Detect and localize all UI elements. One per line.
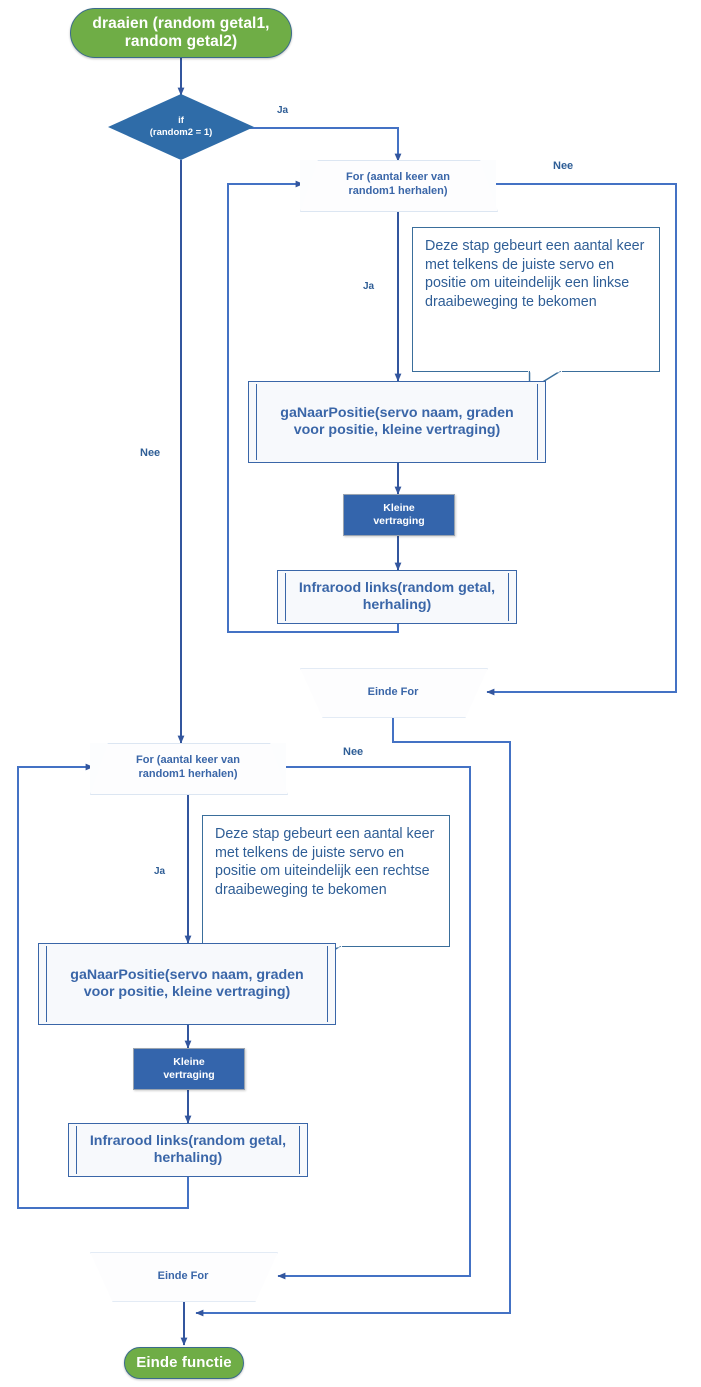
- edge-label-ja-for-bottom: Ja: [154, 866, 166, 877]
- predefined-process-infrarood-bottom[interactable]: Infrarood links(random getal, herhaling): [68, 1123, 308, 1177]
- decision-label-line2: (random2 = 1): [149, 127, 213, 138]
- edge-label-nee-for-top: Nee: [553, 160, 574, 172]
- callout-linkse-draaibeweging: Deze stap gebeurt een aantal keer met te…: [412, 227, 660, 391]
- process-kleine-vertraging-top[interactable]: Kleine vertraging: [343, 494, 455, 536]
- vertraging-top-line2: vertraging: [373, 515, 425, 527]
- edge-label-ja-decision: Ja: [277, 105, 289, 116]
- predefined-process-ganaarpositie-top[interactable]: gaNaarPositie(servo naam, graden voor po…: [248, 381, 546, 463]
- loop-start-label-top-line1: For (aantal keer van: [346, 171, 450, 184]
- infrarood-bottom-label: Infrarood links(random getal, herhaling): [89, 1132, 287, 1166]
- loop-end-for-top[interactable]: Einde For: [300, 668, 488, 718]
- callout-rechtse-text: Deze stap gebeurt een aantal keer met te…: [215, 826, 435, 898]
- callout-linkse-text: Deze stap gebeurt een aantal keer met te…: [425, 238, 645, 310]
- loop-start-label-bottom-line2: random1 herhalen): [138, 768, 238, 780]
- decision-if-random2[interactable]: if (random2 = 1): [108, 94, 254, 160]
- process-kleine-vertraging-bottom[interactable]: Kleine vertraging: [133, 1048, 245, 1090]
- vertraging-bottom-line2: vertraging: [163, 1069, 215, 1081]
- ganaarpositie-bottom-label: gaNaarPositie(servo naam, graden voor po…: [70, 966, 304, 1000]
- loop-start-label-bottom-line1: For (aantal keer van: [136, 754, 240, 767]
- decision-label: if (random2 = 1): [108, 94, 254, 160]
- loop-start-label-top-line2: random1 herhalen): [348, 185, 448, 197]
- ganaarpositie-top-label: gaNaarPositie(servo naam, graden voor po…: [280, 404, 514, 438]
- infrarood-top-label: Infrarood links(random getal, herhaling): [298, 579, 496, 613]
- vertraging-top-line1: Kleine: [383, 502, 415, 515]
- vertraging-bottom-line1: Kleine: [173, 1056, 205, 1069]
- start-terminator-label: draaien (random getal1, random getal2): [92, 14, 270, 50]
- loop-start-label-bottom: For (aantal keer van random1 herhalen): [130, 754, 246, 782]
- callout-rechtse-draaibeweging: Deze stap gebeurt een aantal keer met te…: [202, 815, 450, 966]
- loop-end-label-bottom: Einde For: [157, 1270, 209, 1282]
- loop-end-label-top: Einde For: [367, 686, 419, 698]
- decision-label-line1: if: [178, 115, 184, 127]
- edge-label-nee-decision: Nee: [140, 447, 161, 459]
- loop-start-trapezoid-top: [300, 160, 498, 212]
- predefined-process-ganaarpositie-bottom[interactable]: gaNaarPositie(servo naam, graden voor po…: [38, 943, 336, 1025]
- edge-label-ja-for-top: Ja: [363, 281, 375, 292]
- edge-label-nee-for-bottom: Nee: [343, 746, 364, 758]
- loop-end-for-bottom[interactable]: Einde For: [90, 1252, 278, 1302]
- loop-start-trapezoid-bottom: [90, 743, 288, 795]
- loop-start-for-bottom[interactable]: For (aantal keer van random1 herhalen): [90, 743, 288, 795]
- loop-end-trapezoid-bottom: [90, 1252, 278, 1302]
- loop-start-for-top[interactable]: For (aantal keer van random1 herhalen): [300, 160, 498, 212]
- start-terminator[interactable]: draaien (random getal1, random getal2): [70, 8, 292, 58]
- end-terminator[interactable]: Einde functie: [124, 1347, 244, 1379]
- predefined-process-infrarood-top[interactable]: Infrarood links(random getal, herhaling): [277, 570, 517, 624]
- loop-start-label-top: For (aantal keer van random1 herhalen): [340, 171, 456, 199]
- end-terminator-label: Einde functie: [136, 1354, 232, 1372]
